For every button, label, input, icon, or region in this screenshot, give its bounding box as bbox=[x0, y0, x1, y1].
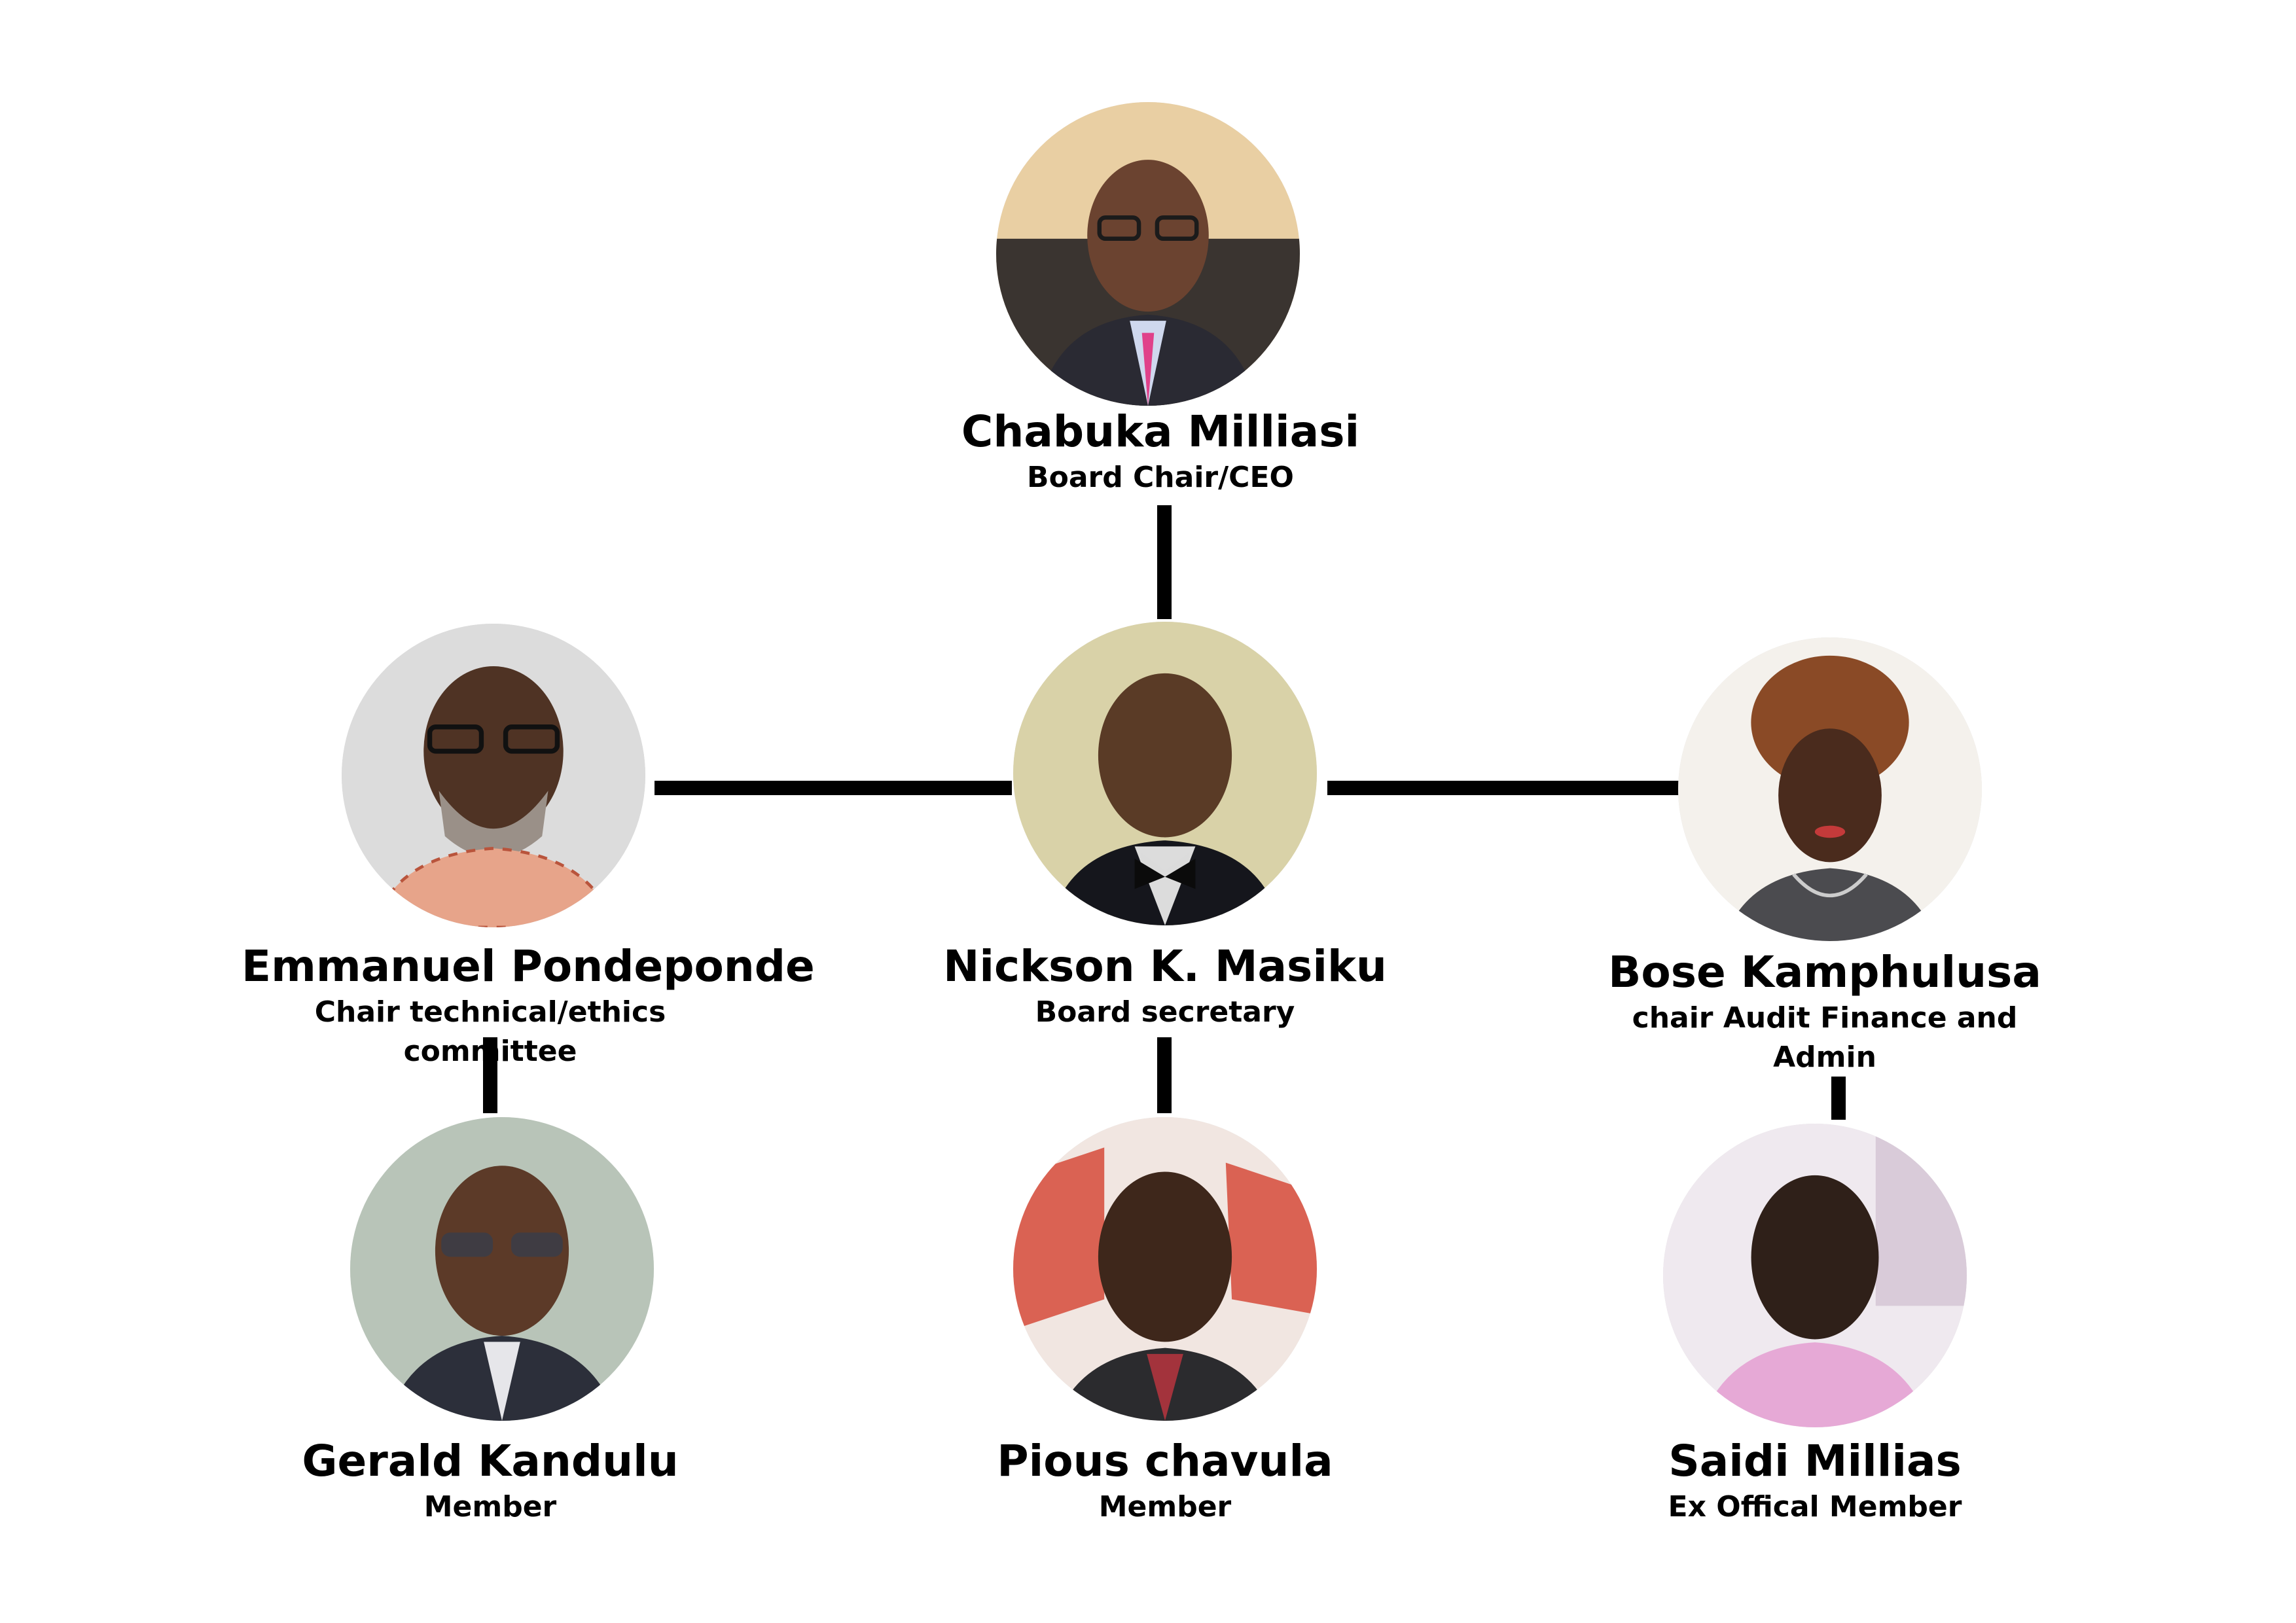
member1-role: Member bbox=[423, 1490, 557, 1524]
technical-photo bbox=[342, 624, 645, 927]
connector-audit-exofficio bbox=[1831, 1077, 1846, 1120]
exofficio-role: Ex Offical Member bbox=[1668, 1490, 1962, 1524]
chair-role: Board Chair/CEO bbox=[1027, 461, 1294, 494]
technical-label: Emmanuel Pondeponde Chair technical/ethi… bbox=[242, 940, 815, 1071]
technical-role: Chair technical/ethics committee bbox=[314, 995, 666, 1068]
member2-label: Pious chavula Member bbox=[916, 1435, 1414, 1527]
secretary-photo bbox=[1013, 622, 1317, 925]
chair-name: Chabuka Milliasi bbox=[961, 406, 1360, 457]
member2-name: Pious chavula bbox=[997, 1436, 1333, 1486]
person-portrait-icon bbox=[350, 1117, 654, 1421]
member1-label: Gerald Kandulu Member bbox=[242, 1435, 739, 1527]
member2-role: Member bbox=[1098, 1490, 1232, 1524]
exofficio-photo bbox=[1663, 1124, 1967, 1427]
audit-label: Bose Kamphulusa chair Audit Finance and … bbox=[1576, 946, 2073, 1077]
person-portrait-icon bbox=[1013, 622, 1317, 925]
connector-chair-secretary bbox=[1157, 505, 1172, 619]
person-portrait-icon bbox=[996, 102, 1300, 406]
secretary-label: Nickson K. Masiku Board secretary bbox=[916, 940, 1414, 1032]
secretary-role: Board secretary bbox=[1035, 995, 1295, 1029]
connector-technical-secretary bbox=[655, 781, 1012, 795]
audit-photo bbox=[1678, 637, 1982, 941]
connector-technical-member bbox=[483, 1037, 497, 1113]
connector-secretary-audit bbox=[1327, 781, 1685, 795]
technical-name: Emmanuel Pondeponde bbox=[242, 941, 815, 991]
person-portrait-icon bbox=[342, 624, 645, 927]
chair-label: Chabuka Milliasi Board Chair/CEO bbox=[912, 406, 1409, 497]
member2-photo bbox=[1013, 1117, 1317, 1421]
person-portrait-icon bbox=[1663, 1124, 1967, 1427]
member1-photo bbox=[350, 1117, 654, 1421]
person-portrait-icon bbox=[1013, 1117, 1317, 1421]
audit-role: chair Audit Finance and Admin bbox=[1632, 1001, 2018, 1074]
person-portrait-icon bbox=[1678, 637, 1982, 941]
chair-photo bbox=[996, 102, 1300, 406]
exofficio-name: Saidi Millias bbox=[1668, 1436, 1962, 1486]
audit-name: Bose Kamphulusa bbox=[1608, 947, 2041, 997]
member1-name: Gerald Kandulu bbox=[302, 1436, 679, 1486]
secretary-name: Nickson K. Masiku bbox=[943, 941, 1387, 991]
connector-secretary-member bbox=[1157, 1037, 1172, 1113]
exofficio-label: Saidi Millias Ex Offical Member bbox=[1566, 1435, 2064, 1527]
